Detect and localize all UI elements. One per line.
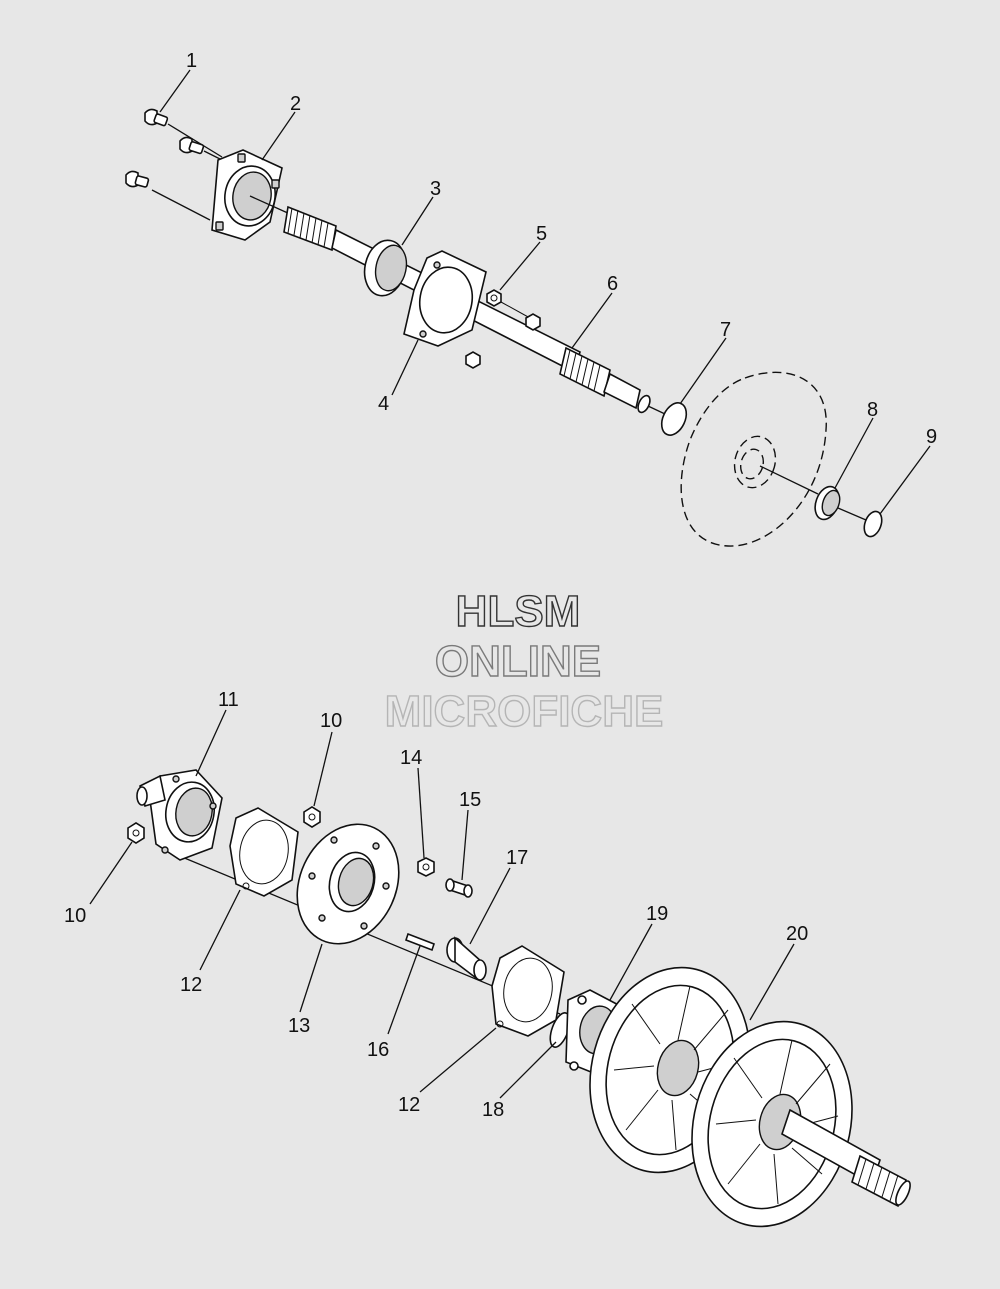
bearing-housing-11 xyxy=(136,769,223,861)
callout-12-right: 12 xyxy=(398,1094,420,1116)
callout-17: 17 xyxy=(506,847,528,869)
callout-18: 18 xyxy=(482,1099,504,1121)
retaining-ring-9 xyxy=(863,510,883,538)
spacer-17 xyxy=(446,936,487,981)
upper-shaft-assembly: 1 2 3 4 5 6 7 8 9 xyxy=(125,50,937,547)
upper-leader-lines xyxy=(159,69,931,515)
callout-8: 8 xyxy=(867,399,878,421)
nut-14 xyxy=(417,857,435,877)
callout-19: 19 xyxy=(646,903,668,925)
pin-15 xyxy=(445,878,473,898)
bolt-1-bottom xyxy=(125,170,211,221)
nut-10-left xyxy=(127,822,145,844)
callout-3: 3 xyxy=(430,178,441,200)
callout-14: 14 xyxy=(400,747,422,769)
callout-10-top: 10 xyxy=(320,710,342,732)
callout-9: 9 xyxy=(926,426,937,448)
key-16 xyxy=(404,932,436,952)
callout-16: 16 xyxy=(367,1039,389,1061)
drive-sprocket-outline xyxy=(680,371,827,547)
watermark-line-2: ONLINE xyxy=(435,637,601,686)
callout-1: 1 xyxy=(186,50,197,72)
callout-10-left: 10 xyxy=(64,905,86,927)
lower-shaft-assembly: 11 10 10 14 15 17 12 13 16 12 18 19 20 xyxy=(64,689,911,1228)
callout-20: 20 xyxy=(786,923,808,945)
callout-12-left: 12 xyxy=(180,974,202,996)
bearing-plate-13 xyxy=(296,823,400,945)
callout-15: 15 xyxy=(459,789,481,811)
lower-leader-lines xyxy=(89,709,795,1099)
callout-2: 2 xyxy=(290,93,301,115)
nut-5 xyxy=(465,289,541,369)
watermark-line-3: MICROFICHE xyxy=(385,687,664,736)
gasket-12-right xyxy=(491,945,565,1037)
watermark: HLSM ONLINE MICROFICHE xyxy=(384,586,664,736)
callout-4: 4 xyxy=(378,393,389,415)
gasket-12-left xyxy=(229,807,299,897)
callout-11: 11 xyxy=(218,689,239,711)
bearing-flange-4 xyxy=(403,250,487,347)
bearing-flange-2 xyxy=(211,149,283,241)
retaining-ring-7 xyxy=(660,402,688,436)
drive-sprocket-20-rear xyxy=(691,1020,853,1228)
drive-shaft-lower xyxy=(781,1108,911,1208)
nut-10-right xyxy=(303,806,321,828)
callout-5: 5 xyxy=(536,223,547,245)
callout-13: 13 xyxy=(288,1015,310,1037)
watermark-line-1: HLSM xyxy=(456,587,581,636)
callout-7: 7 xyxy=(720,319,731,341)
bearing-8 xyxy=(814,485,867,521)
bolt-1-top xyxy=(144,108,223,158)
callout-6: 6 xyxy=(607,273,618,295)
bearing-3 xyxy=(363,239,408,297)
